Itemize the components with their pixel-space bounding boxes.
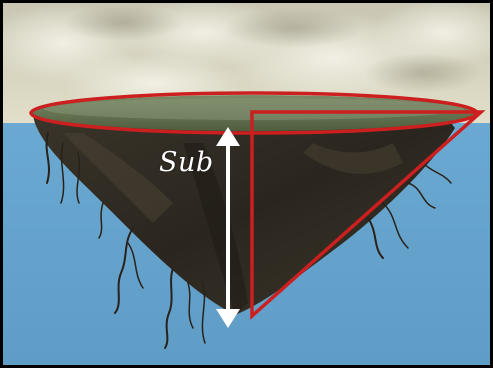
right-triangle-outline: [250, 110, 486, 320]
sub-label: Sub: [159, 147, 214, 178]
island-roots: [45, 132, 452, 349]
island-body: [33, 113, 455, 315]
diagram-canvas: [3, 3, 490, 365]
double-headed-arrow-icon: [216, 127, 240, 328]
